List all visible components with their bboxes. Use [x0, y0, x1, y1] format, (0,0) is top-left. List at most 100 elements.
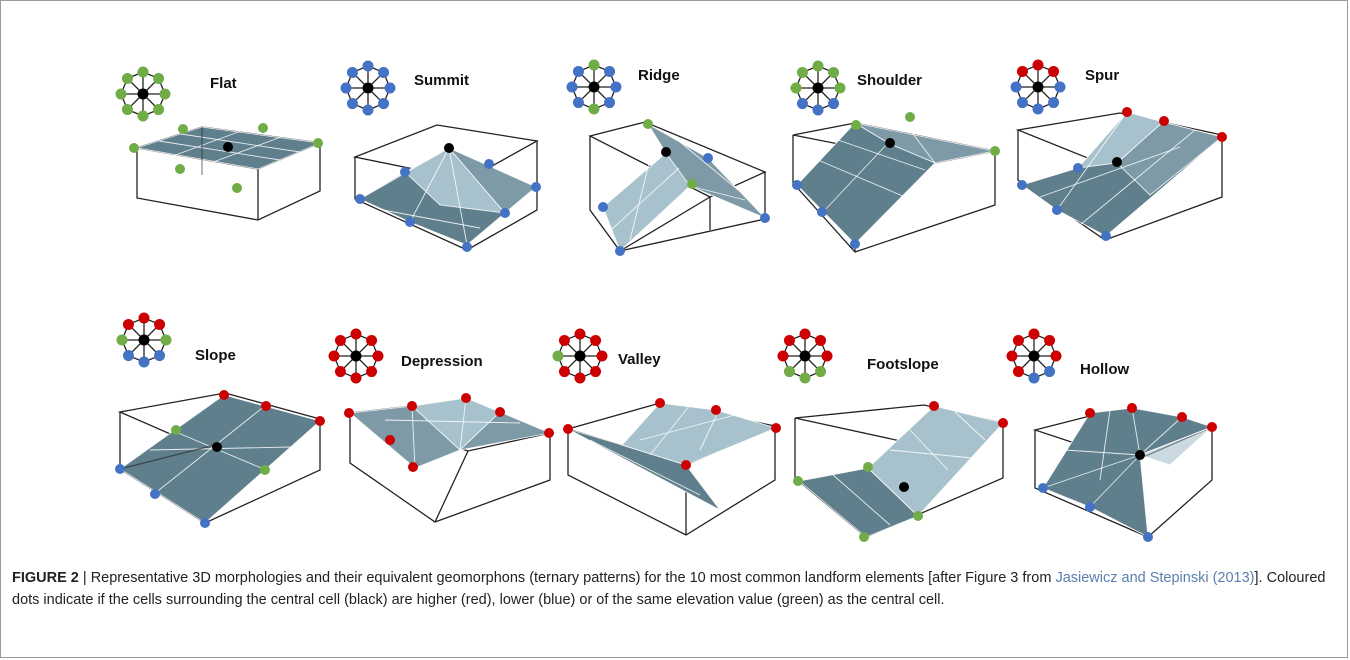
caption-figure-number: FIGURE 2 [12, 570, 79, 586]
geomorphon-center-dot [350, 350, 362, 362]
dot-neighbor [385, 435, 395, 445]
geomorphon-valley-icon [552, 328, 608, 384]
dot-center [885, 138, 895, 148]
geomorphon-neighbor-dot [1032, 103, 1044, 115]
geomorphon-neighbor-dot [812, 60, 824, 72]
geomorphon-neighbor-dot [138, 356, 150, 368]
geomorphon-neighbor-dot [346, 66, 358, 78]
dots-spur [1017, 107, 1227, 241]
geomorphon-neighbor-dot [574, 372, 586, 384]
geomorphon-neighbor-dot [366, 366, 378, 378]
dots-flat [129, 123, 323, 193]
dot-neighbor [563, 424, 573, 434]
dot-neighbor [171, 425, 181, 435]
geomorphon-neighbor-dot [116, 334, 128, 346]
geomorphon-neighbor-dot [558, 366, 570, 378]
dot-center [212, 442, 222, 452]
dot-neighbor [355, 194, 365, 204]
dot-neighbor [178, 124, 188, 134]
landform-3d-shoulder [792, 122, 996, 253]
dot-neighbor [129, 143, 139, 153]
geomorphon-neighbor-dot [572, 65, 584, 77]
geomorphon-neighbor-dot [1010, 81, 1022, 93]
geomorphon-neighbor-dot [1012, 366, 1024, 378]
landform-3d-footslope [794, 404, 1004, 538]
geomorphon-neighbor-dot [362, 60, 374, 72]
geomorphon-neighbor-dot [596, 350, 608, 362]
dot-neighbor [461, 393, 471, 403]
panel-hollow: Hollow [1006, 328, 1217, 542]
dot-neighbor [1073, 163, 1083, 173]
geomorphon-center-dot [812, 82, 824, 94]
panel-depression: Depression [328, 328, 554, 523]
dot-neighbor [175, 164, 185, 174]
geomorphon-neighbor-dot [1012, 334, 1024, 346]
dots-footslope [793, 401, 1008, 542]
landform-3d-hollow [1032, 407, 1214, 538]
geomorphon-neighbor-dot [121, 104, 133, 116]
dots-ridge [598, 119, 770, 256]
geomorphon-center-dot [799, 350, 811, 362]
geomorphon-center-dot [138, 334, 150, 346]
dot-neighbor [1085, 502, 1095, 512]
dot-neighbor [655, 398, 665, 408]
geomorphon-neighbor-dot [1016, 65, 1028, 77]
dot-neighbor [1052, 205, 1062, 215]
geomorphon-neighbor-dot [1054, 81, 1066, 93]
landform-3d-ridge [588, 121, 767, 252]
geomorphon-neighbor-dot [566, 81, 578, 93]
geomorphon-neighbor-dot [350, 328, 362, 340]
dot-neighbor [484, 159, 494, 169]
geomorphon-neighbor-dot [137, 110, 149, 122]
geomorphon-neighbor-dot [1016, 97, 1028, 109]
geomorphon-neighbor-dot [154, 350, 166, 362]
geomorphon-neighbor-dot [384, 82, 396, 94]
dot-neighbor [219, 390, 229, 400]
geomorphon-neighbor-dot [783, 334, 795, 346]
dot-center [899, 482, 909, 492]
dot-neighbor [1038, 483, 1048, 493]
dot-neighbor [1127, 403, 1137, 413]
geomorphon-neighbor-dot [1028, 372, 1040, 384]
figure-panels: Flat Summit [115, 59, 1227, 542]
geomorphon-neighbor-dot [138, 312, 150, 324]
geomorphon-neighbor-dot [1044, 366, 1056, 378]
dot-neighbor [1085, 408, 1095, 418]
geomorphon-neighbor-dot [821, 350, 833, 362]
geomorphon-neighbor-dot [350, 372, 362, 384]
geomorphon-neighbor-dot [154, 318, 166, 330]
geomorphon-neighbor-dot [340, 82, 352, 94]
dot-neighbor [1159, 116, 1169, 126]
dot-neighbor [598, 202, 608, 212]
dot-neighbor [400, 167, 410, 177]
geomorphon-neighbor-dot [828, 98, 840, 110]
landform-3d-depression [348, 397, 552, 523]
panel-spur: Spur [1010, 59, 1227, 241]
geomorphon-neighbor-dot [552, 350, 564, 362]
geomorphon-neighbor-dot [153, 104, 165, 116]
geomorphon-neighbor-dot [346, 98, 358, 110]
dot-center [444, 143, 454, 153]
caption-reference-link[interactable]: Jasiewicz and Stepinski (2013) [1055, 570, 1255, 586]
geomorphon-center-dot [1032, 81, 1044, 93]
panel-label-flat: Flat [210, 75, 237, 92]
geomorphon-neighbor-dot [1048, 97, 1060, 109]
dot-neighbor [1017, 180, 1027, 190]
geomorphon-neighbor-dot [796, 66, 808, 78]
dots-shoulder [792, 112, 1000, 249]
dot-neighbor [232, 183, 242, 193]
dot-neighbor [313, 138, 323, 148]
dot-neighbor [863, 462, 873, 472]
geomorphon-summit-icon [340, 60, 396, 116]
figure-caption: FIGURE 2 | Representative 3D morphologie… [12, 567, 1338, 611]
geomorphon-neighbor-dot [362, 104, 374, 116]
dots-slope [115, 390, 325, 528]
geomorphon-neighbor-dot [783, 366, 795, 378]
geomorphon-neighbor-dot [159, 88, 171, 100]
geomorphon-neighbor-dot [328, 350, 340, 362]
dot-neighbor [711, 405, 721, 415]
geomorphon-spur-icon [1010, 59, 1066, 115]
dot-center [1112, 157, 1122, 167]
geomorphon-neighbor-dot [604, 65, 616, 77]
